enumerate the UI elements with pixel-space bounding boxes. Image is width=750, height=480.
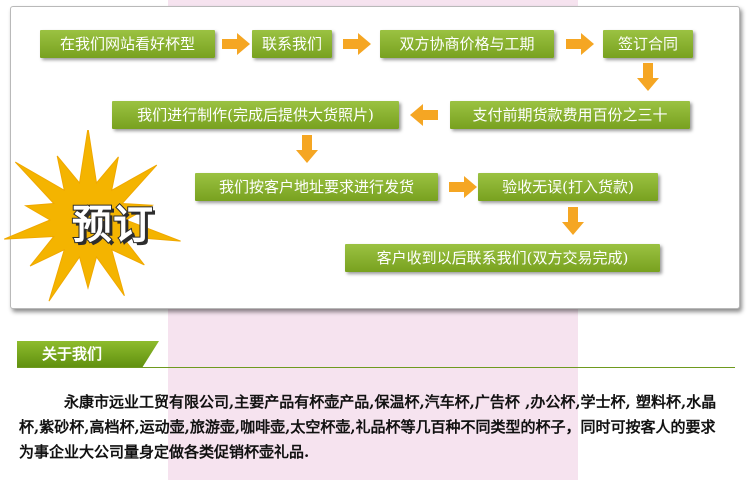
arrow-right-icon — [449, 176, 477, 198]
arrow-down-icon — [637, 63, 659, 91]
arrow-down-icon — [562, 207, 584, 235]
starburst-shape — [4, 130, 181, 302]
step-sign-contract: 签订合同 — [603, 30, 693, 58]
about-title: 关于我们 — [42, 345, 103, 363]
about-body: 永康市远业工贸有限公司,主要产品有杯壶产品,保温杯,汽车杯,广告杯 ,办公杯,学… — [19, 393, 717, 461]
arrow-down-icon — [296, 135, 318, 163]
step-browse-cups: 在我们网站看好杯型 — [40, 30, 215, 58]
step-prepay-30-percent: 支付前期货款费用百份之三十 — [450, 101, 690, 129]
about-header-bar — [17, 341, 159, 368]
step-production: 我们进行制作(完成后提供大货照片) — [112, 101, 399, 129]
step-inspection-payment: 验收无误(打入货款) — [478, 173, 658, 201]
arrow-left-icon — [410, 104, 438, 126]
arrow-right-icon — [343, 33, 371, 55]
step-contact-us: 联系我们 — [252, 30, 332, 58]
step-negotiate-price: 双方协商价格与工期 — [380, 30, 554, 58]
step-shipping: 我们按客户地址要求进行发货 — [195, 173, 438, 201]
about-divider — [17, 367, 735, 368]
order-badge: 预订 — [71, 201, 154, 249]
arrow-right-icon — [566, 33, 594, 55]
arrow-right-icon — [222, 33, 250, 55]
step-deal-complete: 客户收到以后联系我们(双方交易完成) — [345, 244, 660, 272]
